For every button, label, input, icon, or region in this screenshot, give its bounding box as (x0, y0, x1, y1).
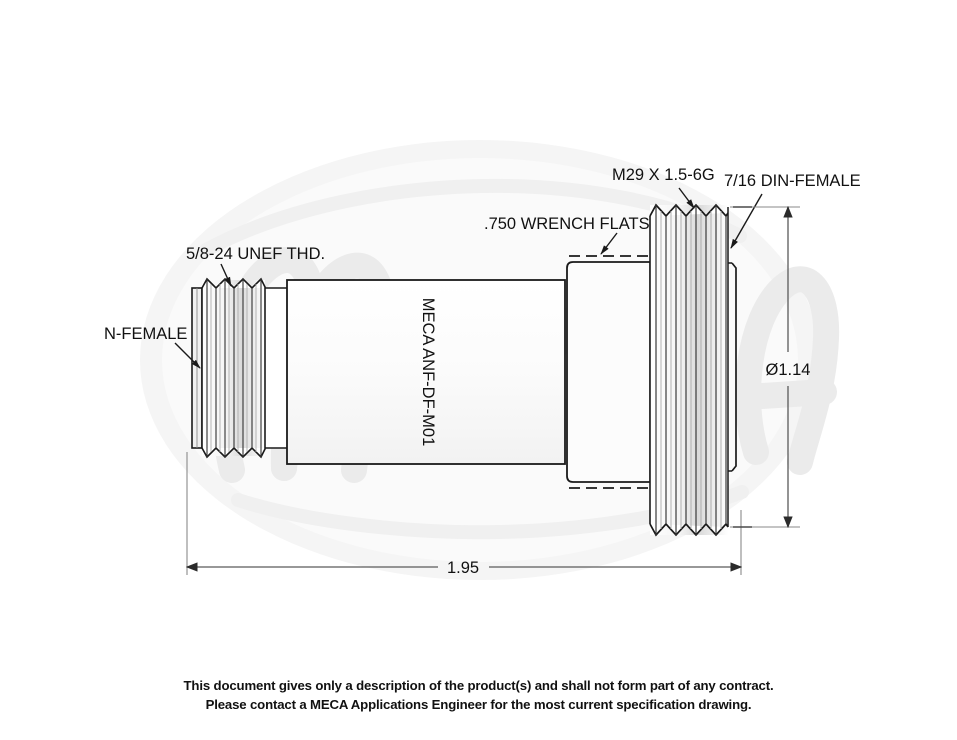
footer-disclaimer: This document gives only a description o… (0, 676, 957, 714)
unef-thread-section (201, 277, 266, 459)
wrench-flats-leader (600, 232, 618, 255)
n-female-label: N-FEMALE (104, 325, 187, 343)
din-female-end (727, 207, 737, 527)
disclaimer-line-1: This document gives only a description o… (183, 678, 774, 693)
unef-thread-label: 5/8-24 UNEF THD. (186, 245, 325, 263)
din-female-leader (730, 193, 763, 249)
callout-wrench-flats: .750 WRENCH FLATS (484, 215, 650, 255)
section-break-ticks (733, 206, 752, 528)
left-collar (264, 287, 287, 449)
wrench-flats-label: .750 WRENCH FLATS (484, 215, 650, 233)
wrench-flats-section (566, 255, 651, 489)
n-female-flange (191, 287, 203, 449)
din-female-label: 7/16 DIN-FEMALE (724, 172, 861, 190)
m29-leader (678, 187, 695, 209)
callout-din-female: 7/16 DIN-FEMALE (724, 172, 861, 249)
disclaimer-line-2: Please contact a MECA Applications Engin… (205, 697, 752, 712)
callout-m29-thread: M29 X 1.5-6G (612, 166, 715, 209)
m29-thread-label: M29 X 1.5-6G (612, 166, 715, 184)
callout-unef-thread: 5/8-24 UNEF THD. (186, 245, 325, 287)
overall-length-value: 1.95 (447, 559, 479, 577)
diameter-value: Ø1.14 (766, 361, 811, 379)
dimension-overall-length: 1.95 (185, 452, 743, 577)
n-female-leader (174, 342, 201, 369)
unef-leader (220, 263, 232, 287)
body-part-number-label: MECA ANF-DF-M01 (419, 298, 437, 447)
callout-n-female: N-FEMALE (104, 325, 201, 369)
m29-thread-section (649, 203, 729, 537)
main-body (286, 279, 566, 465)
